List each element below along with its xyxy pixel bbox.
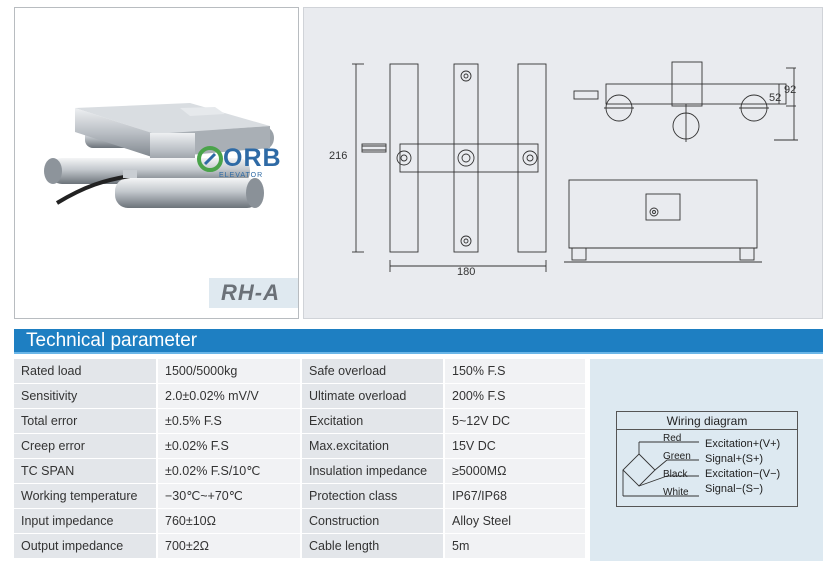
table-row: Rated load 1500/5000kg Safe overload 150… (14, 359, 585, 383)
param-label: Creep error (14, 434, 156, 458)
front-view (564, 179, 762, 263)
param-value: 2.0±0.02% mV/V (158, 384, 300, 408)
param-value: 150% F.S (445, 359, 585, 383)
wiring-diagram: Wiring diagram Red Green Black White Exc… (616, 411, 798, 507)
signal-excitation-plus: Excitation+(V+) (705, 438, 781, 450)
dim-width-label: 180 (457, 266, 476, 278)
param-label: Rated load (14, 359, 156, 383)
param-value: 15V DC (445, 434, 585, 458)
table-row: Total error ±0.5% F.S Excitation 5~12V D… (14, 409, 585, 433)
model-label: RH-A (209, 278, 298, 308)
param-value: 760±10Ω (158, 509, 300, 533)
brand-subtitle: ELEVATOR (219, 172, 264, 179)
signal-signal-minus: Signal−(S−) (705, 483, 764, 495)
param-label: Working temperature (14, 484, 156, 508)
param-value: ±0.5% F.S (158, 409, 300, 433)
param-label: Excitation (302, 409, 443, 433)
table-row: Working temperature −30℃~+70℃ Protection… (14, 484, 585, 508)
param-label: Ultimate overload (302, 384, 443, 408)
param-label: Sensitivity (14, 384, 156, 408)
signal-excitation-minus: Excitation−(V−) (705, 468, 781, 480)
param-label: Protection class (302, 484, 443, 508)
table-row: TC SPAN ±0.02% F.S/10℃ Insulation impeda… (14, 459, 585, 483)
top-view (352, 63, 547, 272)
dimension-drawing (352, 61, 798, 272)
wiring-panel: Wiring diagram Red Green Black White Exc… (590, 359, 823, 561)
param-value: ≥5000MΩ (445, 459, 585, 483)
param-label: Insulation impedance (302, 459, 443, 483)
param-label: Input impedance (14, 509, 156, 533)
wiring-title: Wiring diagram (617, 412, 797, 430)
param-value: ±0.02% F.S (158, 434, 300, 458)
param-label: Total error (14, 409, 156, 433)
section-header: Technical parameter (14, 329, 823, 354)
table-row: Input impedance 760±10Ω Construction All… (14, 509, 585, 533)
table-row: Output impedance 700±2Ω Cable length 5m (14, 534, 585, 558)
param-label: Max.excitation (302, 434, 443, 458)
param-value: IP67/IP68 (445, 484, 585, 508)
brand-name: ORB (223, 144, 282, 172)
param-label: Cable length (302, 534, 443, 558)
param-label: Construction (302, 509, 443, 533)
dim-side-2-label: 92 (784, 84, 797, 96)
technical-drawing-panel: 216 180 52 92 (303, 7, 823, 319)
table-row: Sensitivity 2.0±0.02% mV/V Ultimate over… (14, 384, 585, 408)
wire-green-label: Green (663, 451, 691, 462)
param-value: 5~12V DC (445, 409, 585, 433)
param-value: 700±2Ω (158, 534, 300, 558)
param-value: 200% F.S (445, 384, 585, 408)
param-value: ±0.02% F.S/10℃ (158, 459, 300, 483)
param-value: Alloy Steel (445, 509, 585, 533)
signal-signal-plus: Signal+(S+) (705, 453, 764, 465)
param-value: 5m (445, 534, 585, 558)
product-photo-panel: ORB ELEVATOR RH-A (14, 7, 299, 319)
param-value: 1500/5000kg (158, 359, 300, 383)
param-value: −30℃~+70℃ (158, 484, 300, 508)
table-row: Creep error ±0.02% F.S Max.excitation 15… (14, 434, 585, 458)
param-label: Output impedance (14, 534, 156, 558)
section-title: Technical parameter (26, 330, 198, 351)
dim-side-1-label: 52 (769, 92, 782, 104)
param-label: TC SPAN (14, 459, 156, 483)
wire-black-label: Black (663, 469, 688, 480)
dim-height-label: 216 (329, 150, 348, 162)
param-label: Safe overload (302, 359, 443, 383)
bridge-circuit-icon (622, 441, 699, 497)
brand-emblem-icon (197, 146, 223, 172)
side-view (573, 61, 798, 142)
wire-white-label: White (663, 487, 689, 498)
wire-red-label: Red (663, 433, 682, 444)
